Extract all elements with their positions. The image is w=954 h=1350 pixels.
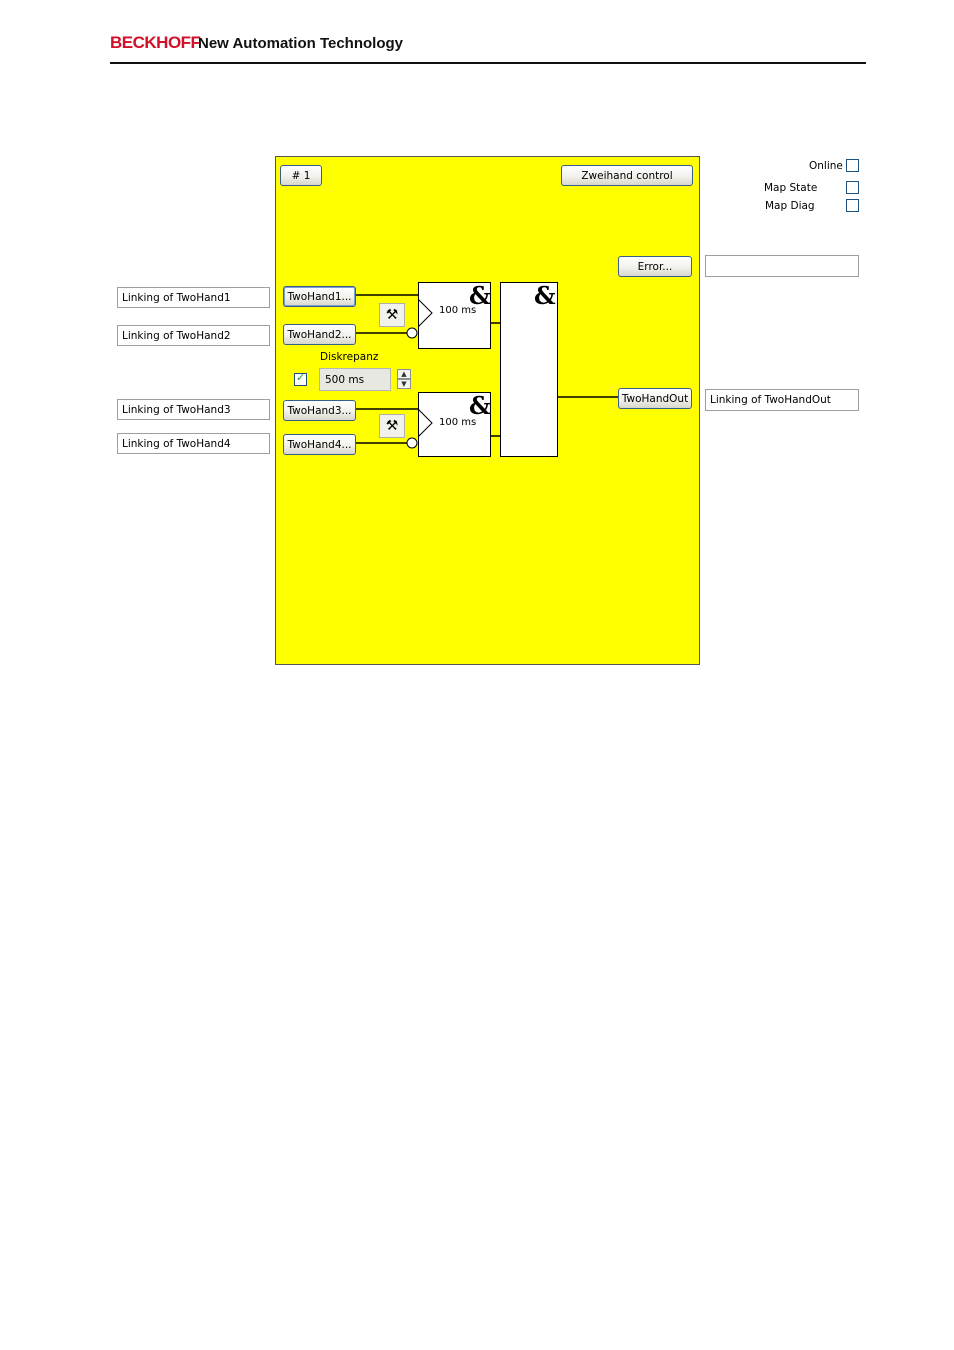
- linking-twohand3-field[interactable]: Linking of TwoHand3: [117, 399, 270, 420]
- and-symbol: &: [469, 391, 491, 420]
- twohand1-button[interactable]: TwoHand1...: [283, 286, 356, 307]
- error-button[interactable]: Error...: [618, 256, 692, 277]
- brand-tagline: New Automation Technology: [198, 35, 403, 52]
- timer-value: 100 ms: [439, 417, 477, 428]
- and-symbol: &: [469, 281, 491, 310]
- clock-input-triangle: [418, 409, 433, 438]
- linking-twohand2-field[interactable]: Linking of TwoHand2: [117, 325, 270, 346]
- twohand4-button[interactable]: TwoHand4...: [283, 434, 356, 455]
- hammer-wrench-icon[interactable]: ⚒: [379, 303, 405, 327]
- discrepancy-label: Diskrepanz: [320, 351, 379, 363]
- linking-twohandout-field[interactable]: Linking of TwoHandOut: [705, 389, 859, 411]
- twohand3-button[interactable]: TwoHand3...: [283, 400, 356, 421]
- map-state-checkbox[interactable]: [846, 181, 859, 194]
- twohand2-button[interactable]: TwoHand2...: [283, 324, 356, 345]
- map-diag-label: Map Diag: [765, 200, 815, 212]
- online-label: Online: [809, 160, 843, 172]
- twohandout-button[interactable]: TwoHandOut: [618, 388, 692, 409]
- wiring-diagram: [356, 294, 618, 449]
- arrow-up-icon[interactable]: ▲: [397, 369, 411, 379]
- timer-and-block-1: & 100 ms: [418, 282, 491, 349]
- map-state-label: Map State: [764, 182, 818, 194]
- hammer-wrench-icon[interactable]: ⚒: [379, 414, 405, 438]
- map-diag-checkbox[interactable]: [846, 199, 859, 212]
- online-checkbox[interactable]: [846, 159, 859, 172]
- block-number-button[interactable]: # 1: [280, 165, 322, 186]
- discrepancy-time-field[interactable]: 500 ms: [319, 368, 391, 391]
- header-rule: [110, 62, 866, 64]
- linking-twohand1-field[interactable]: Linking of TwoHand1: [117, 287, 270, 308]
- clock-input-triangle: [418, 299, 433, 328]
- linking-twohand4-field[interactable]: Linking of TwoHand4: [117, 433, 270, 454]
- timer-value: 100 ms: [439, 305, 477, 316]
- function-type-button[interactable]: Zweihand control: [561, 165, 693, 186]
- error-field[interactable]: [705, 255, 859, 277]
- and-block: &: [500, 282, 558, 457]
- discrepancy-checkbox[interactable]: [294, 371, 307, 386]
- and-symbol: &: [534, 281, 556, 310]
- brand-logo: BECKHOFF: [110, 33, 201, 52]
- timer-and-block-2: & 100 ms: [418, 392, 491, 457]
- arrow-down-icon[interactable]: ▼: [397, 379, 411, 389]
